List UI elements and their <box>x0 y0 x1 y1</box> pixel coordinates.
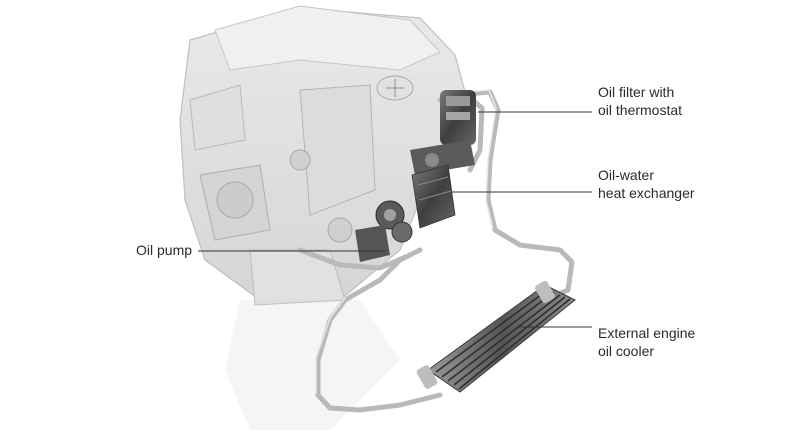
floor-reflection <box>225 300 400 430</box>
label-oil-cooler: External engine oil cooler <box>598 324 695 360</box>
label-oil-filter: Oil filter with oil thermostat <box>598 83 682 119</box>
label-oil-filter-line1: Oil filter with <box>598 84 675 100</box>
heat-exchanger-component <box>411 164 456 229</box>
oil-pump-component <box>355 200 413 262</box>
label-oil-filter-line2: oil thermostat <box>598 102 683 118</box>
oil-cooler-component <box>416 280 576 393</box>
leader-lines <box>198 111 592 328</box>
engine-block <box>179 5 471 306</box>
label-heat-exchanger-line1: Oil-water <box>598 167 655 183</box>
label-oil-pump-line1: Oil pump <box>136 242 193 258</box>
label-oil-cooler-line2: oil cooler <box>598 343 655 359</box>
label-oil-cooler-line1: External engine <box>598 325 696 341</box>
label-heat-exchanger-line2: heat exchanger <box>598 185 695 201</box>
oil-filter-component <box>410 90 476 175</box>
label-oil-pump: Oil pump <box>136 241 192 259</box>
label-heat-exchanger: Oil-water heat exchanger <box>598 166 695 202</box>
